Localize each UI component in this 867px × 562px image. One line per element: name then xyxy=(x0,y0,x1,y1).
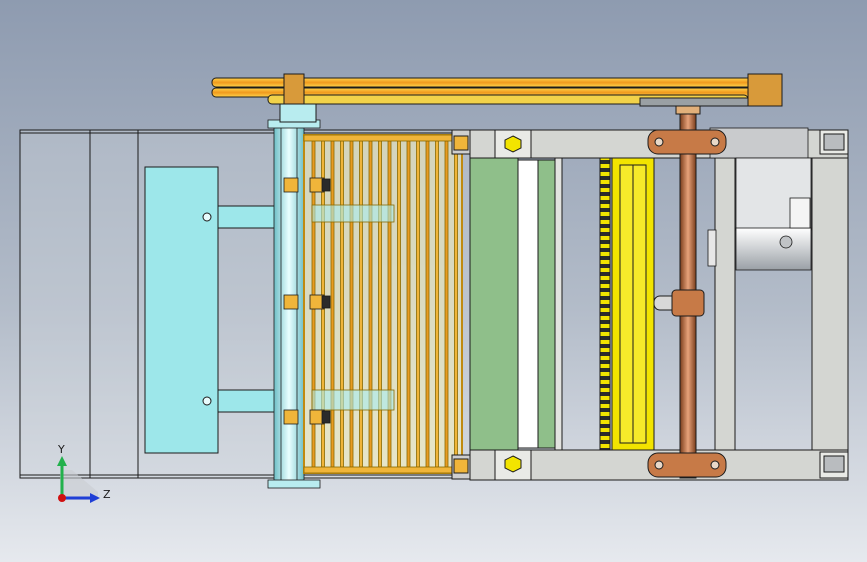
grate-bar xyxy=(444,140,449,468)
grate-bar xyxy=(406,140,411,468)
drive-shaft xyxy=(647,99,727,479)
grate-bar xyxy=(397,140,401,468)
grate-bar xyxy=(435,140,439,468)
cylinder-block xyxy=(144,166,277,454)
green-panel xyxy=(469,157,556,451)
grate-bar xyxy=(368,140,373,468)
grate-bar xyxy=(378,140,382,468)
grate-bar xyxy=(387,140,392,468)
grate-bar xyxy=(330,140,335,468)
nut xyxy=(321,295,331,309)
grate-bar xyxy=(454,140,458,468)
grate-bar xyxy=(425,140,430,468)
nut xyxy=(321,178,331,192)
chain-assembly xyxy=(599,157,655,451)
bolt xyxy=(283,409,299,425)
grate-bar xyxy=(349,140,354,468)
left-frame xyxy=(19,129,471,479)
grate-bar xyxy=(359,140,363,468)
grate-bar xyxy=(416,140,420,468)
x-axis-origin xyxy=(58,494,66,502)
grate-bar xyxy=(340,140,344,468)
nut xyxy=(321,410,331,424)
y-axis-label: Y xyxy=(57,443,65,456)
y-axis-arrow xyxy=(57,456,67,466)
bolt xyxy=(283,177,299,193)
belt-drive xyxy=(211,73,783,123)
z-axis-label: Z xyxy=(103,488,111,501)
bolt xyxy=(283,294,299,310)
axis-triad: Y Z xyxy=(57,443,111,503)
z-axis-arrow xyxy=(90,493,100,503)
bolts xyxy=(283,177,331,425)
